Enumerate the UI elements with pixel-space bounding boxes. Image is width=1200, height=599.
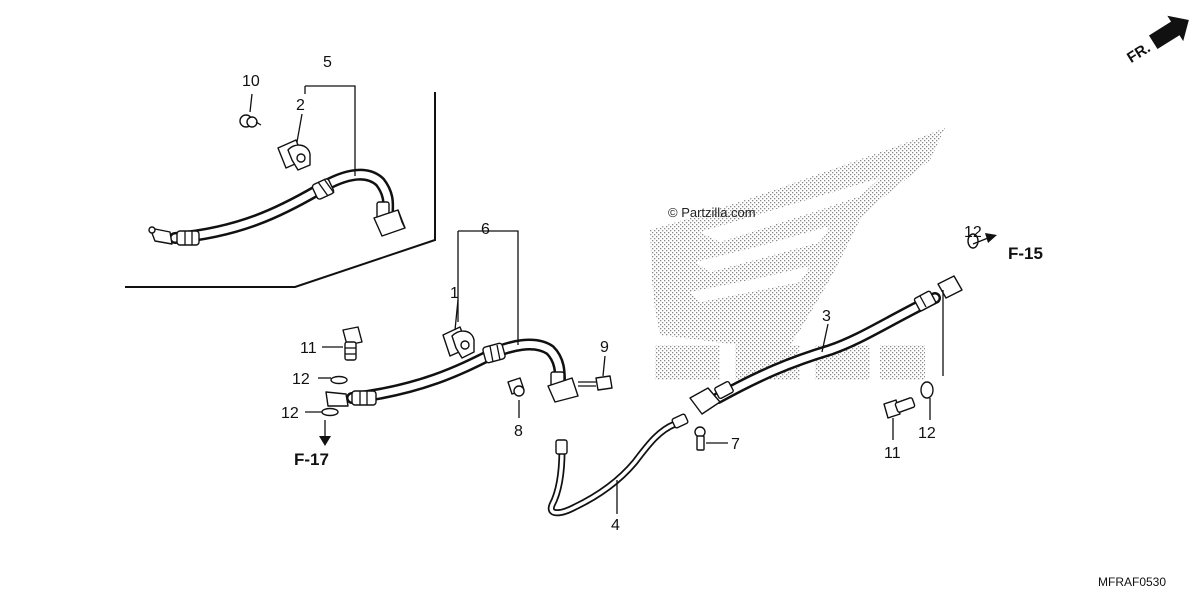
wing-watermark: [650, 128, 945, 380]
inset-frame: [125, 92, 436, 288]
washer-12-right-upper: [967, 233, 979, 249]
diagram-code: MFRAF0530: [1098, 575, 1166, 589]
reference-f15: F-15: [1008, 244, 1043, 263]
callout-12-right-upper: 12: [964, 224, 982, 241]
hose-3: [689, 275, 963, 415]
callout-10: 10: [242, 73, 260, 90]
front-direction-indicator: FR.: [1124, 15, 1189, 67]
bolt-9: [578, 375, 613, 391]
callout-11-right: 11: [884, 445, 901, 462]
hose-assembly-6: [325, 338, 579, 407]
copyright-text: © Partzilla.com: [668, 205, 756, 220]
leader-lines: [249, 85, 997, 514]
callout-11-left: 11: [300, 340, 317, 357]
callout-5: 5: [323, 54, 332, 71]
callout-9: 9: [600, 339, 609, 356]
callout-2: 2: [296, 97, 305, 114]
bolt-7: [694, 426, 706, 451]
callout-12-left-upper: 12: [292, 371, 310, 388]
pipe-4: [547, 413, 689, 517]
front-arrow-icon: [1148, 15, 1189, 50]
washer-12-right-lower: [920, 381, 934, 399]
callout-12-left-lower: 12: [281, 405, 299, 422]
clamp-2: [277, 139, 311, 171]
front-direction-label: FR.: [1124, 39, 1154, 66]
callout-4: 4: [611, 517, 620, 534]
hose-assembly-5: [148, 168, 406, 246]
callout-1: 1: [450, 285, 459, 302]
bolt-8: [507, 377, 525, 397]
callout-labels: 10 5 2 6 1 9 8 11 12 12 3 4 7 12 12 11: [242, 54, 982, 534]
callout-3: 3: [822, 308, 831, 325]
clamp-1: [442, 326, 475, 359]
washer-12-left-lower: [321, 407, 339, 417]
reference-f17: F-17: [294, 450, 329, 469]
callout-8: 8: [514, 423, 523, 440]
callout-12-right-lower: 12: [918, 425, 936, 442]
washer-12-left-upper: [330, 375, 348, 385]
bolt-10: [239, 114, 262, 128]
callout-7: 7: [731, 436, 740, 453]
bolt-11-left: [342, 326, 363, 361]
bolt-11-right: [883, 397, 916, 419]
callout-6: 6: [481, 221, 490, 238]
